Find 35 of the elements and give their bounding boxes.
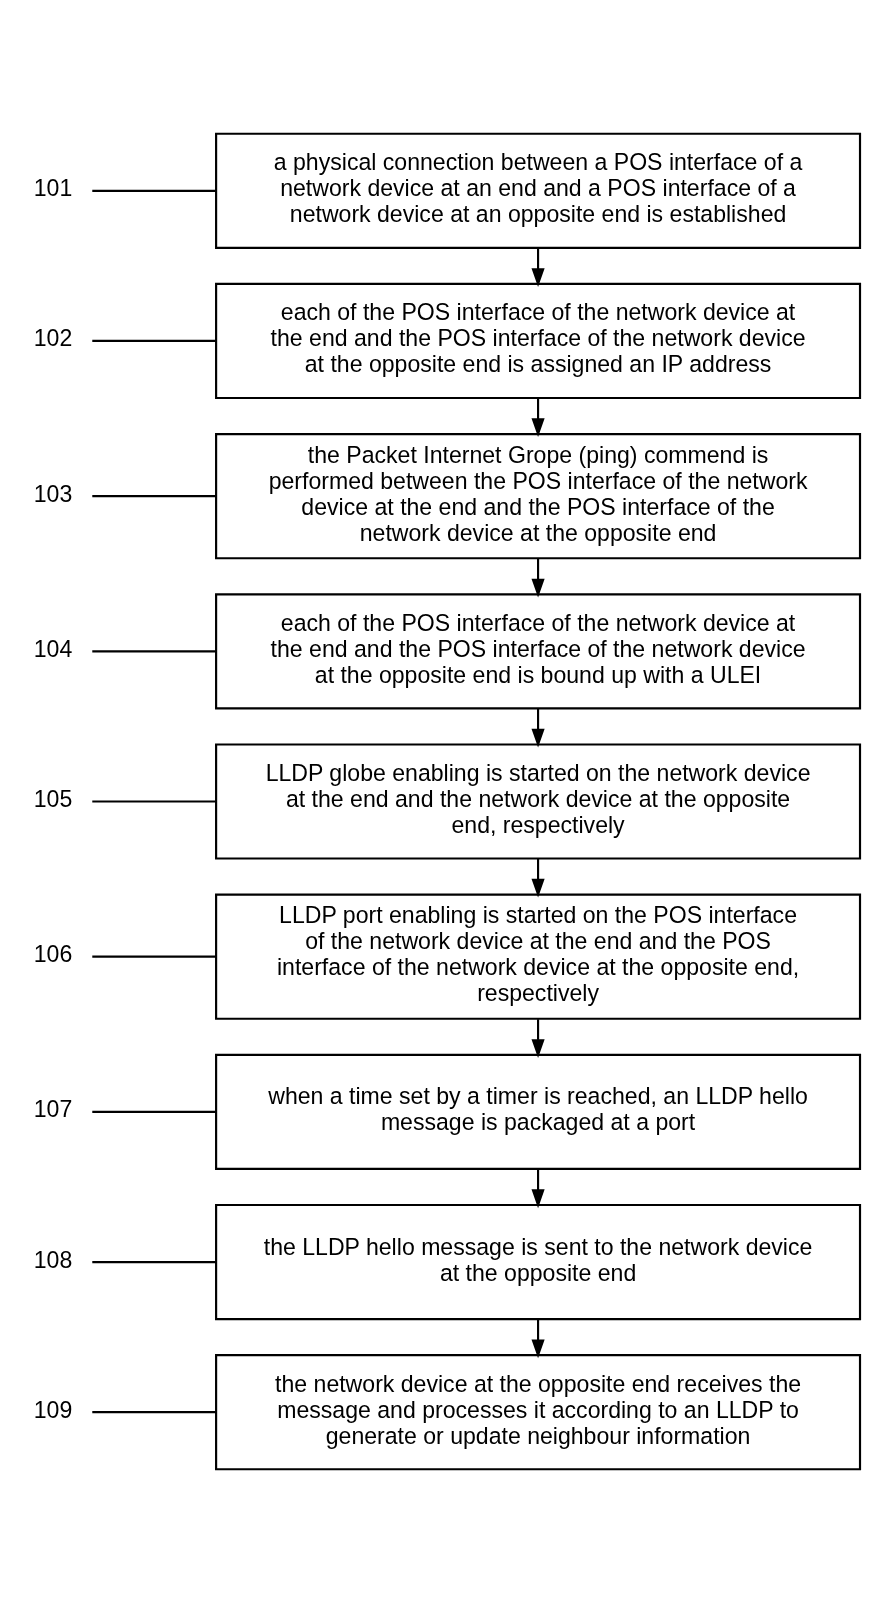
arrow — [531, 707, 545, 748]
node-box: each of the POS interface of the network device at the end and the POS interface of the network device at the opposite end is bound up with a ULEI — [215, 592, 862, 709]
connector — [92, 799, 216, 803]
connector — [92, 649, 216, 652]
node-text: 101 — [33, 174, 73, 201]
connector — [92, 1410, 216, 1413]
node-box: the Packet Internet Grope (ping) commend is performed between the POS interface of the network device at the end and the POS interface of the network device at the opposite end — [215, 432, 862, 559]
arrow — [531, 1168, 545, 1208]
arrow — [531, 1018, 545, 1058]
connector — [92, 1110, 216, 1113]
node-text: 104 — [33, 635, 73, 662]
arrow — [531, 247, 545, 287]
node-box: the LLDP hello message is sent to the network device at the opposite end — [215, 1203, 862, 1320]
node-text: 106 — [33, 940, 73, 967]
connector — [92, 955, 216, 958]
node-box: when a time set by a timer is reached, an LLDP hello message is packaged at a port — [215, 1053, 862, 1170]
arrow — [531, 858, 545, 898]
connector — [92, 189, 216, 192]
arrow — [531, 1318, 545, 1358]
node-text: 108 — [33, 1246, 73, 1273]
node-text: 107 — [33, 1095, 73, 1122]
node-box: each of the POS interface of the network device at the end and the POS interface of the network device at the opposite end is assigned an IP address — [215, 282, 862, 399]
connector — [92, 339, 216, 342]
connector — [92, 494, 216, 497]
arrow — [531, 558, 545, 598]
node-text: 105 — [33, 785, 73, 812]
node-box: a physical connection between a POS interface of a network device at an end and a POS interface of a network device at an opposite end is established — [215, 132, 862, 249]
node-box: LLDP globe enabling is started on the network device at the end and the network device at the opposite end, respectively — [215, 742, 862, 860]
node-text: 103 — [33, 480, 73, 507]
node-box: LLDP port enabling is started on the POS interface of the network device at the end and the POS interface of the network device at the opposite end, respectively — [215, 893, 862, 1020]
node-text: 109 — [33, 1396, 73, 1423]
node-box: the network device at the opposite end receives the message and processes it according to an LLDP to generate or update neighbour information — [215, 1353, 862, 1470]
node-text: 102 — [33, 324, 73, 351]
connector — [92, 1260, 216, 1263]
arrow — [531, 397, 545, 437]
